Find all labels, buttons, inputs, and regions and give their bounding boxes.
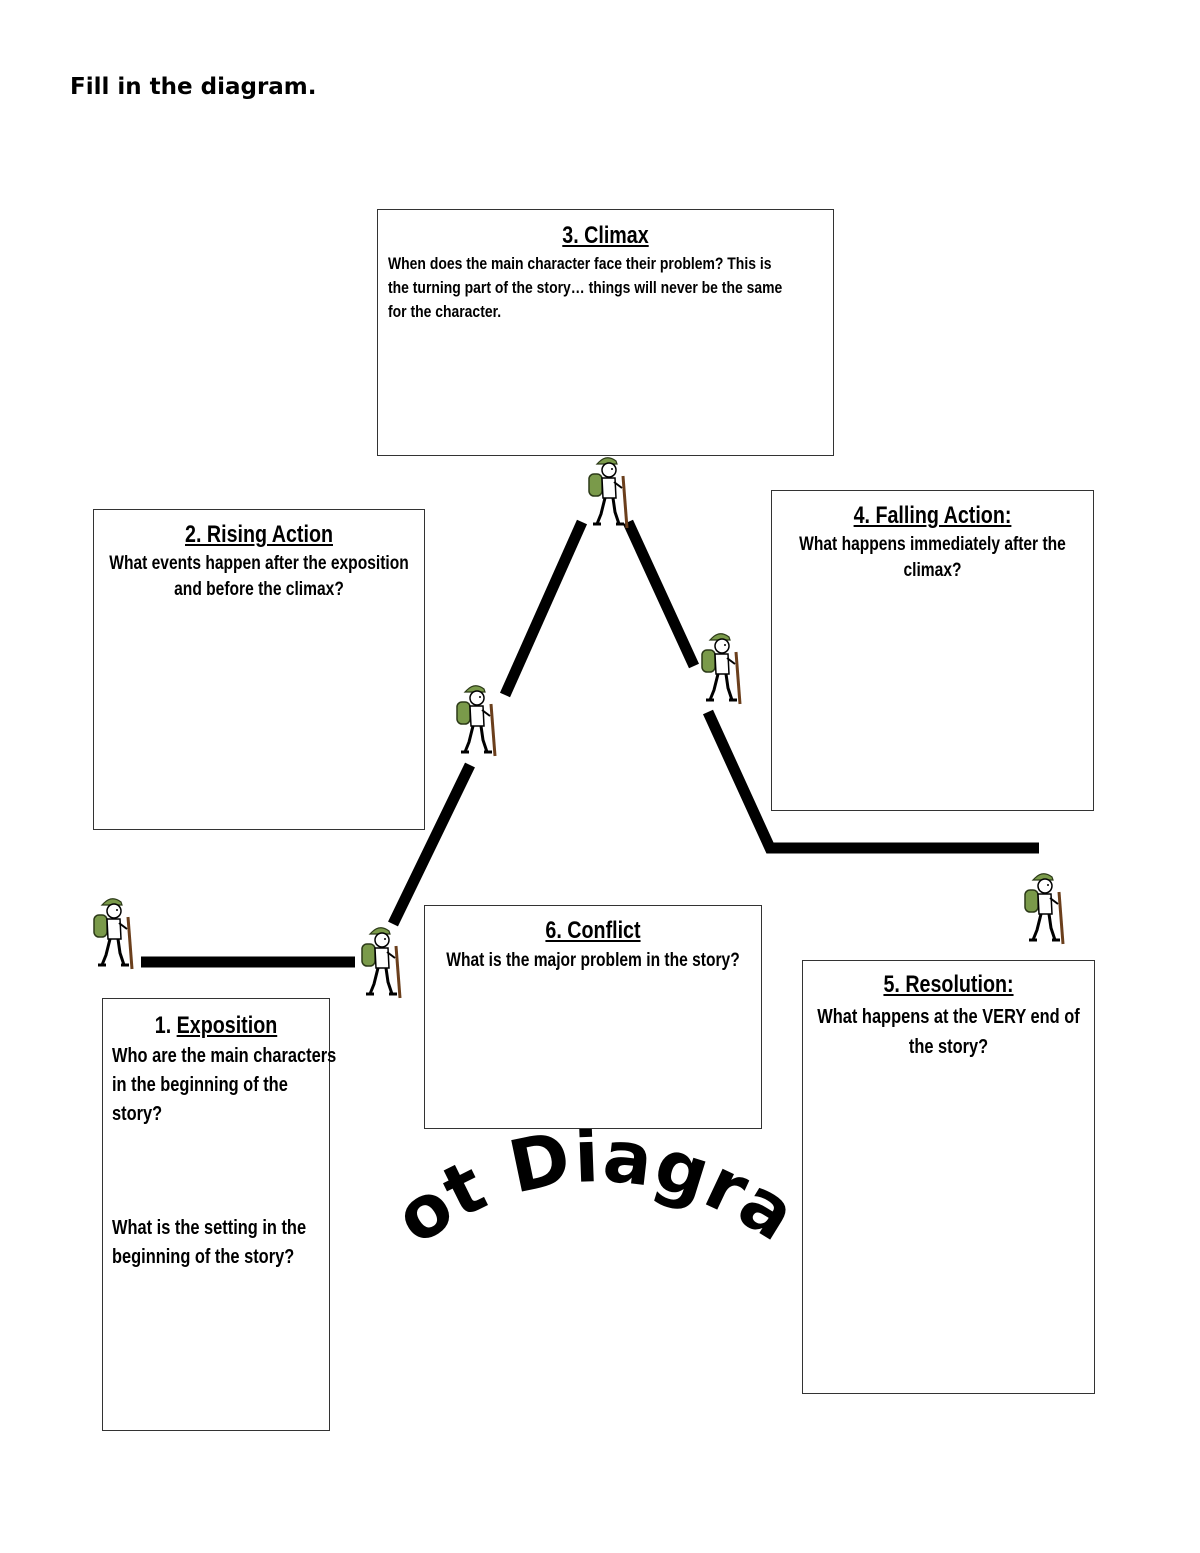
exposition-question-setting: What is the setting in the beginning of … — [112, 1217, 307, 1268]
falling-action-title: 4. Falling Action: — [853, 502, 1012, 529]
conflict-title: 6. Conflict — [545, 917, 641, 944]
rising-line-upper — [499, 519, 588, 698]
falling-action-box: 4. Falling Action: What happens immediat… — [771, 490, 1094, 811]
conflict-box: 6. Conflict What is the major problem in… — [424, 905, 762, 1129]
exposition-box: 1. Exposition Who are the main character… — [102, 998, 336, 1431]
resolution-title: 5. Resolution: — [883, 971, 1014, 998]
exposition-title: 1. Exposition — [123, 1012, 308, 1040]
instruction-text: Fill in the diagram. — [70, 74, 317, 100]
hiker-icon — [700, 632, 742, 706]
falling-action-question: What happens immediately after the clima… — [799, 534, 1066, 581]
hiker-icon — [455, 684, 497, 758]
climax-question: When does the main character face their … — [388, 254, 783, 321]
falling-line-lower — [702, 709, 1039, 854]
climax-box: 3. Climax When does the main character f… — [377, 209, 834, 456]
hiker-icon — [360, 926, 402, 1000]
hiker-icon — [92, 897, 134, 971]
hiker-icon — [587, 456, 629, 530]
exposition-title-text: Exposition — [176, 1012, 278, 1039]
resolution-box: 5. Resolution: What happens at the VERY … — [802, 960, 1095, 1394]
climax-title: 3. Climax — [562, 222, 649, 249]
conflict-question: What is the major problem in the story? — [446, 950, 740, 971]
rising-action-box: 2. Rising Action What events happen afte… — [93, 509, 425, 830]
rising-action-title: 2. Rising Action — [185, 521, 333, 548]
rising-line-lower — [388, 762, 475, 927]
exposition-question-characters: Who are the main characters in the begin… — [112, 1045, 337, 1125]
rising-action-question: What events happen after the exposition … — [109, 553, 409, 600]
falling-line-upper — [623, 519, 699, 669]
hiker-icon — [1023, 872, 1065, 946]
exposition-number: 1. — [154, 1012, 172, 1039]
resolution-question: What happens at the VERY end of the stor… — [817, 1006, 1080, 1058]
